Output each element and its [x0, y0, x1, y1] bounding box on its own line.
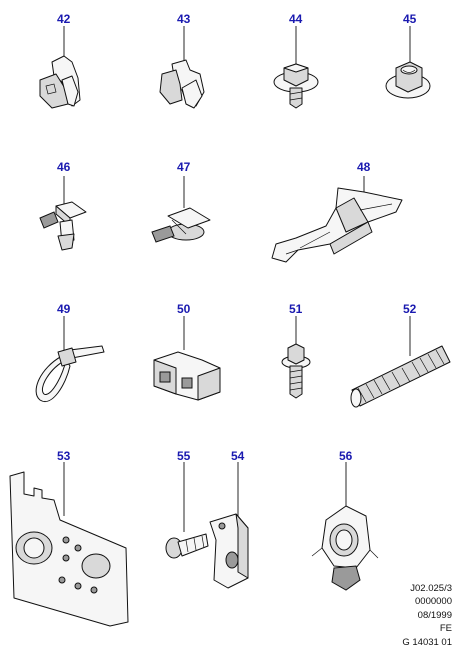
part-53-mounting-plate: 53: [9, 449, 129, 627]
part-52-corrugated-tube: 52: [350, 302, 451, 408]
part-50-clip: 50: [153, 302, 221, 401]
reference-line-4: FE: [439, 623, 452, 635]
part-55-screw: 55: [165, 449, 209, 559]
callout-49: 49: [57, 302, 71, 316]
part-56-retaining-clip: 56: [311, 449, 379, 591]
callout-46: 46: [57, 160, 71, 174]
callout-56: 56: [339, 449, 353, 463]
callout-43: 43: [177, 12, 191, 26]
reference-line-3: 08/1999: [417, 609, 452, 621]
part-48-bracket: 48: [271, 160, 403, 263]
callout-50: 50: [177, 302, 191, 316]
callout-48: 48: [357, 160, 371, 174]
callout-42: 42: [57, 12, 71, 26]
part-45-nut: 45: [385, 12, 431, 99]
reference-line-1: J02.025/3: [410, 583, 452, 594]
drawing-reference: J02.025/3 0000000 08/1999 FE G 14031 01: [372, 582, 452, 649]
callout-47: 47: [177, 160, 191, 174]
callout-45: 45: [403, 12, 417, 26]
callout-54: 54: [231, 449, 245, 463]
part-43-clip: 43: [159, 12, 205, 109]
part-42-clip: 42: [39, 12, 81, 109]
callout-55: 55: [177, 449, 191, 463]
part-47-adhesive-mount: 47: [151, 160, 211, 243]
part-49-cable-tie: 49: [35, 302, 105, 403]
callout-51: 51: [289, 302, 303, 316]
callout-53: 53: [57, 449, 71, 463]
callout-44: 44: [289, 12, 303, 26]
part-51-screw: 51: [281, 302, 311, 399]
part-46-tie-mount: 46: [39, 160, 87, 251]
part-44-bolt: 44: [273, 12, 319, 109]
callout-52: 52: [403, 302, 417, 316]
reference-line-2: 0000000: [415, 596, 452, 608]
part-54-bracket: 54: [209, 449, 249, 589]
reference-line-5: G 14031 01: [402, 636, 452, 648]
